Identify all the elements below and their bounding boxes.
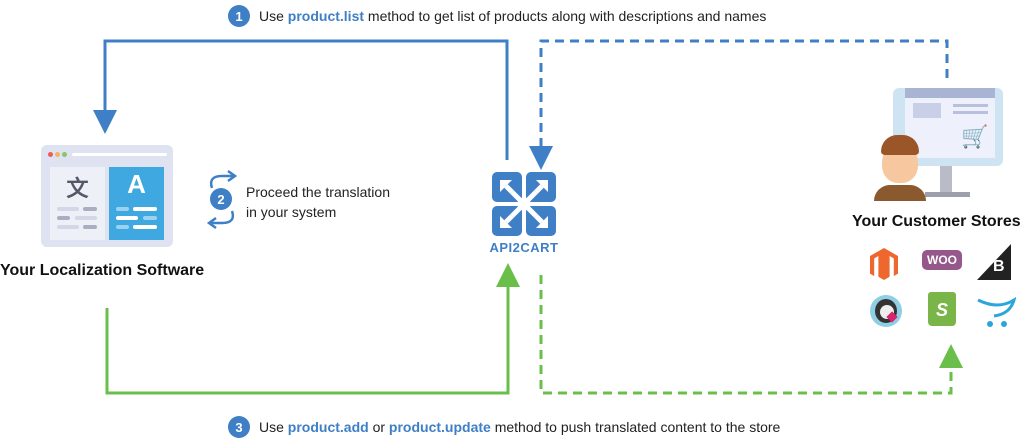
- step-3-text-post: method to push translated content to the…: [494, 419, 781, 435]
- translate-icon: 文: [66, 176, 89, 201]
- letter-a-icon: A: [127, 169, 146, 199]
- step-1-text-pre: Use: [259, 8, 284, 24]
- localization-software-illustration: 文 A: [41, 145, 173, 247]
- step-3-text-mid: or: [372, 419, 386, 435]
- step-2-badge: 2: [210, 188, 232, 210]
- localization-software-label: Your Localization Software: [0, 262, 205, 279]
- target-text-panel: A: [109, 167, 164, 240]
- source-text-panel: 文: [50, 167, 105, 240]
- step-2-line-2: in your system: [246, 204, 337, 220]
- step-1: 1 Use product.list method to get list of…: [228, 5, 766, 27]
- arrow-list-to-software: [93, 39, 509, 160]
- prestashop-logo-icon: [870, 295, 902, 327]
- shopify-logo-icon: S: [928, 292, 956, 326]
- step-3: 3 Use product.add or product.update meth…: [228, 416, 780, 438]
- woocommerce-logo-icon: WOO: [922, 250, 962, 270]
- cycle-arrows-icon: [206, 169, 238, 230]
- api2cart-label: API2CART: [489, 240, 559, 255]
- arrow-api-to-stores: [539, 275, 963, 395]
- method-product-list: product.list: [287, 8, 365, 24]
- step-2-text: Proceed the translation in your system: [246, 182, 390, 222]
- bigcommerce-letter: B: [993, 258, 1005, 275]
- step-2-line-1: Proceed the translation: [246, 184, 390, 200]
- method-product-update: product.update: [388, 419, 491, 435]
- arrow-software-to-api: [105, 263, 520, 395]
- customer-avatar: [874, 135, 926, 201]
- step-1-text-post: method to get list of products along wit…: [367, 8, 767, 24]
- opencart-logo-icon: [977, 296, 1016, 327]
- customer-stores-label: Your Customer Stores: [852, 213, 1021, 230]
- step-3-badge: 3: [228, 416, 250, 438]
- method-product-add: product.add: [287, 419, 369, 435]
- arrow-stores-to-api: [529, 39, 949, 170]
- step-1-badge: 1: [228, 5, 250, 27]
- cart-icon: 🛒: [961, 124, 989, 149]
- api2cart-logo-icon: [492, 172, 556, 236]
- step-3-text-pre: Use: [259, 419, 284, 435]
